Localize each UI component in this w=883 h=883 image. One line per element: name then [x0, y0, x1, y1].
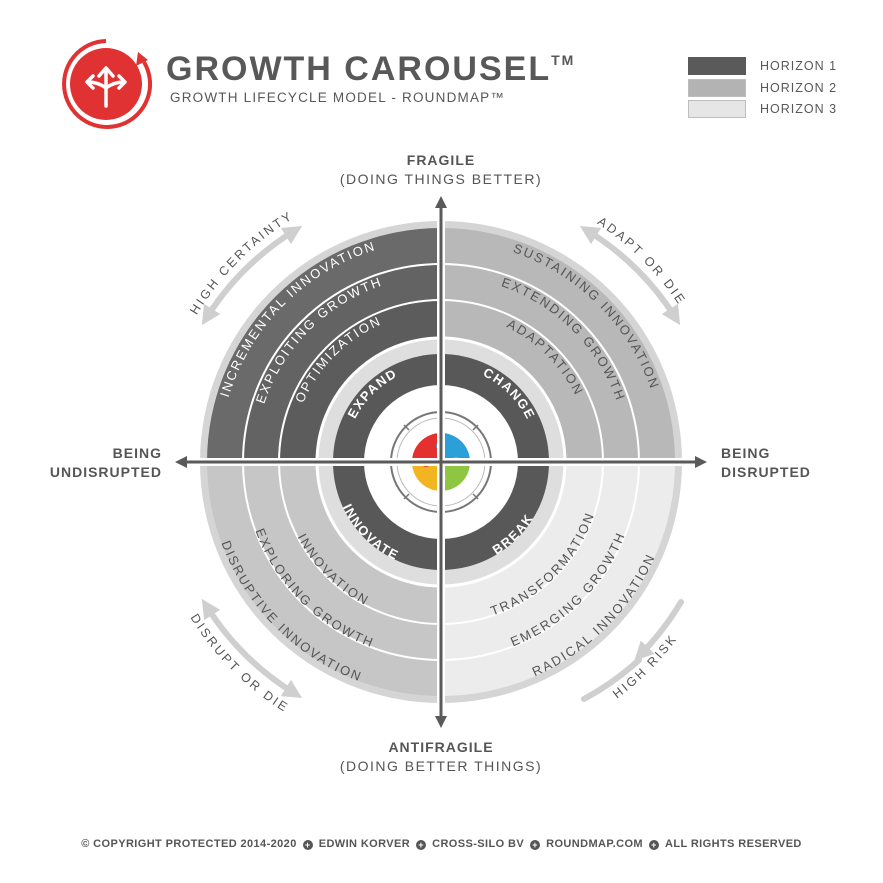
legend-swatch	[688, 57, 746, 75]
axis-bottom-subtitle: (DOING BETTER THINGS)	[340, 758, 542, 774]
axis-top-title: FRAGILE	[407, 152, 475, 168]
page-title: GROWTH CAROUSELTM	[166, 50, 576, 88]
footer-company: CROSS-SILO BV	[432, 838, 525, 850]
legend-swatch	[688, 100, 746, 118]
footer-website: ROUNDMAP.COM	[546, 838, 643, 850]
corner-arrows	[201, 225, 684, 702]
axes	[175, 196, 707, 728]
plus-icon: +	[302, 840, 313, 850]
axis-bottom-title: ANTIFRAGILE	[388, 739, 493, 755]
arrow-disrupt-or-die	[201, 598, 303, 699]
legend-label: HORIZON 1	[760, 59, 838, 73]
plus-icon: +	[649, 840, 659, 850]
axis-left-line2: UNDISRUPTED	[50, 464, 162, 480]
legend-item-horizon-3: HORIZON 3	[688, 100, 858, 120]
axis-left-line1: BEING	[113, 445, 162, 461]
legend-item-horizon-1: HORIZON 1	[688, 57, 858, 77]
split-arrows-icon	[85, 66, 127, 108]
legend-label: HORIZON 3	[760, 102, 838, 116]
roundmap-logo	[62, 39, 153, 129]
plus-icon: +	[416, 840, 427, 850]
footer-copyright: © COPYRIGHT PROTECTED 2014-2020	[81, 838, 297, 850]
footer-author: EDWIN KORVER	[318, 838, 411, 850]
legend-item-horizon-2: HORIZON 2	[688, 79, 858, 99]
axis-right-line2: DISRUPTED	[721, 464, 811, 480]
axis-right-line1: BEING	[721, 445, 770, 461]
corner-label-high-risk: HIGH RISK	[610, 631, 680, 701]
footer: © COPYRIGHT PROTECTED 2014-2020 + EDWIN KO…	[0, 838, 883, 850]
arrow-high-risk-lower	[581, 657, 642, 702]
page-subtitle: GROWTH LIFECYCLE MODEL - ROUNDMAP™	[170, 90, 506, 105]
arrow-adapt-or-die	[579, 225, 681, 326]
arrow-high-risk-upper	[634, 599, 684, 661]
plus-icon: +	[530, 840, 541, 850]
legend-label: HORIZON 2	[760, 81, 838, 95]
legend-swatch	[688, 79, 746, 97]
axis-top-subtitle: (DOING THINGS BETTER)	[340, 171, 542, 187]
footer-rights: ALL RIGHTS RESERVED	[665, 838, 802, 850]
arrow-high-certainty	[201, 225, 303, 326]
